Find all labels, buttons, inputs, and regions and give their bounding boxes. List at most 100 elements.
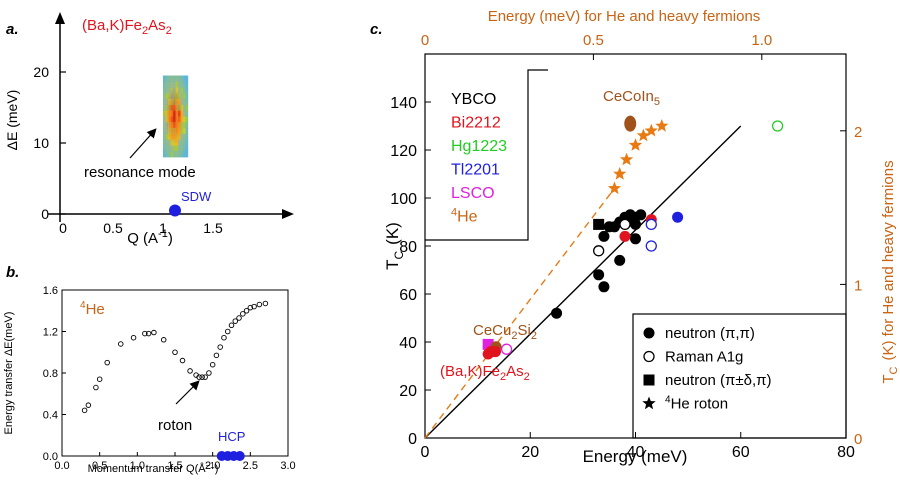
panel-c-y-label: TC(K) bbox=[383, 222, 406, 270]
heatmap-cell bbox=[170, 104, 174, 111]
heatmap-cell bbox=[170, 122, 174, 129]
point-4he bbox=[619, 152, 634, 166]
b-x-tick-label: 1.5 bbox=[167, 460, 182, 472]
a-x-tick-label: 1.5 bbox=[203, 220, 223, 236]
heatmap-cell bbox=[180, 145, 184, 152]
c-y-tick-label: 0 bbox=[408, 431, 417, 448]
heatmap-cell bbox=[173, 122, 176, 129]
point-hg1223 bbox=[771, 120, 784, 132]
heatmap-cell bbox=[170, 133, 174, 141]
dispersion-point bbox=[206, 370, 212, 376]
heatmap-cell bbox=[185, 145, 189, 152]
heatmap-cell bbox=[180, 128, 184, 135]
heatmap-cell bbox=[185, 122, 189, 129]
heatmap-cell bbox=[165, 122, 169, 129]
heatmap-cell bbox=[173, 145, 176, 152]
heatmap-cell bbox=[180, 104, 184, 111]
heatmap-cell bbox=[175, 98, 179, 106]
heatmap-cell bbox=[180, 151, 184, 158]
point-tl2201 bbox=[645, 218, 657, 231]
heatmap-cell bbox=[178, 151, 181, 158]
point-4he bbox=[628, 138, 643, 151]
dispersion-point bbox=[213, 352, 220, 359]
heatmap-cell bbox=[175, 104, 179, 111]
heatmap-cell bbox=[170, 81, 174, 88]
heatmap-cell bbox=[183, 145, 186, 152]
heatmap-cell bbox=[170, 87, 174, 94]
legend-markers-box bbox=[632, 313, 847, 439]
dispersion-point bbox=[172, 349, 178, 356]
heatmap-cell bbox=[178, 133, 181, 141]
dispersion-point bbox=[81, 407, 88, 414]
heatmap-cell bbox=[180, 87, 184, 94]
panel-b-points bbox=[81, 300, 269, 461]
dispersion-point bbox=[236, 315, 242, 321]
panel-a-y-label: ΔE (meV) bbox=[4, 90, 20, 151]
resonance-heatmap bbox=[163, 75, 189, 158]
legend-material-tl2201: Tl2201 bbox=[451, 162, 500, 179]
heatmap-cell bbox=[175, 116, 179, 123]
heatmap-cell bbox=[165, 128, 169, 135]
a-y-tick-label: 10 bbox=[33, 135, 49, 151]
heatmap-cell bbox=[180, 139, 184, 146]
panel-c-right-label: TC(K) for He and heavy fermions bbox=[880, 160, 900, 383]
dispersion-point bbox=[232, 318, 239, 324]
heatmap-cell bbox=[178, 139, 181, 146]
cuprate-trend-line bbox=[424, 125, 742, 439]
point-ybco bbox=[635, 209, 647, 221]
heatmap-cell bbox=[178, 116, 181, 123]
legend-marker-symbol bbox=[642, 396, 656, 410]
heatmap-cell bbox=[180, 81, 184, 88]
legend-materials-box bbox=[425, 69, 548, 241]
cecoin5-label: CeCoIn5 bbox=[603, 88, 660, 108]
heatmap-cell bbox=[165, 98, 169, 106]
panel-b-y-ticks: 0.00.40.81.21.6 bbox=[43, 285, 66, 463]
point-ybco bbox=[593, 245, 605, 257]
cecu2si2-label: CeCu2Si2 bbox=[473, 322, 537, 342]
heatmap-cell bbox=[178, 81, 181, 88]
c-x-tick-label: 60 bbox=[732, 444, 750, 461]
heatmap-cell bbox=[175, 81, 179, 88]
panel-c-top-label: Energy (meV) for He and heavy fermions bbox=[488, 8, 761, 25]
c-y-tick-label: 40 bbox=[399, 335, 417, 352]
heatmap-cell bbox=[165, 75, 169, 82]
heatmap-cell bbox=[183, 75, 186, 82]
heatmap-cell bbox=[178, 145, 181, 152]
formula-part: 2 bbox=[142, 25, 148, 37]
panel-c-right-label-main: T bbox=[880, 374, 897, 383]
formula-part: (Ba,K)Fe bbox=[82, 17, 142, 34]
b-y-tick-label: 1.6 bbox=[43, 285, 58, 297]
heatmap-cell bbox=[185, 93, 189, 100]
point-bi2212 bbox=[619, 230, 631, 242]
c-y-tick-label: 80 bbox=[399, 239, 417, 256]
c-top-tick-label: 0 bbox=[421, 32, 429, 49]
panel-c-frame bbox=[424, 53, 847, 439]
heatmap-cell bbox=[178, 104, 181, 111]
a-y-tick-label: 0 bbox=[41, 206, 49, 222]
sdw-point bbox=[169, 204, 181, 217]
panel-c-x-label: Energy (meV) bbox=[583, 447, 688, 466]
point--ba-k-fe2as2 bbox=[490, 346, 502, 358]
dispersion-point bbox=[243, 308, 250, 314]
heatmap-cell bbox=[173, 110, 176, 117]
b-x-tick-label: 1.0 bbox=[130, 460, 145, 472]
legend-material-lsco: LSCO bbox=[451, 185, 495, 202]
heatmap-cell bbox=[163, 139, 166, 146]
panel-a-x-arrow bbox=[282, 209, 294, 219]
b-y-tick-label: 0.4 bbox=[43, 410, 58, 422]
b-x-tick-label: 3.0 bbox=[280, 460, 295, 472]
heatmap-cell bbox=[173, 98, 176, 106]
c-y-tick-label: 140 bbox=[390, 95, 417, 112]
panel-c-points bbox=[482, 115, 784, 360]
formula-part: As bbox=[148, 17, 166, 34]
heatmap-cell bbox=[183, 128, 186, 135]
heatmap-cell bbox=[183, 133, 186, 141]
heatmap-cell bbox=[163, 81, 166, 88]
heatmap-cell bbox=[178, 93, 181, 100]
panel-c-y-label-sub: C bbox=[392, 250, 406, 259]
heatmap-cell bbox=[170, 128, 174, 135]
heatmap-cell bbox=[170, 110, 174, 117]
